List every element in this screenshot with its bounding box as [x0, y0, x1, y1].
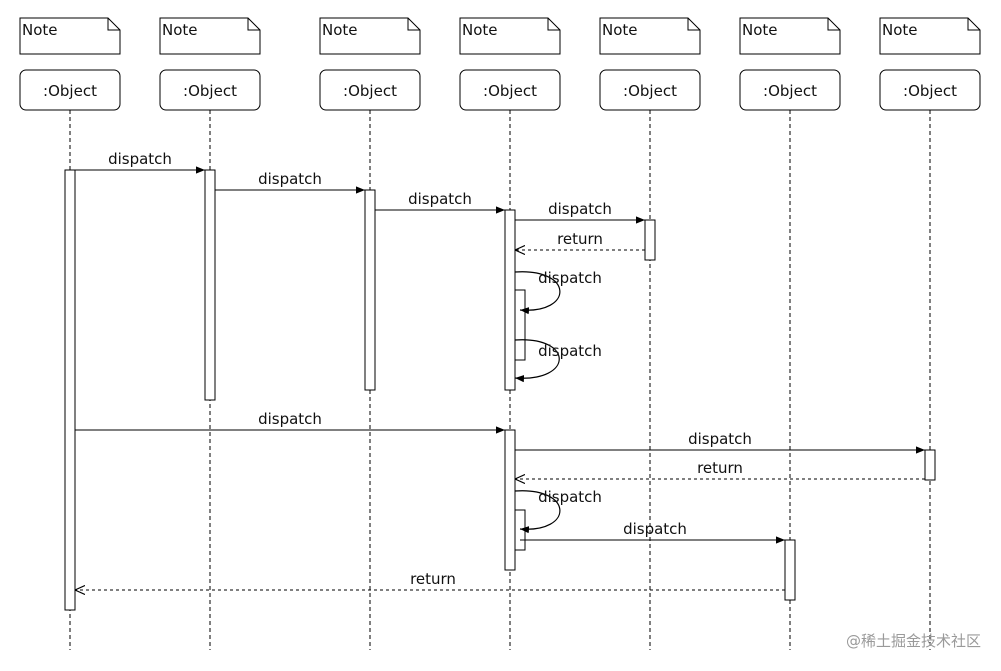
activation-bar: [644, 219, 656, 261]
note-shape: [159, 17, 261, 55]
message-label: dispatch: [538, 342, 602, 360]
note-shape: [879, 17, 981, 55]
activation-bar: [514, 289, 526, 361]
self-message-arrow: [514, 271, 561, 315]
note-label: Note: [322, 21, 358, 39]
participant-box: [19, 69, 121, 111]
participant-box: [739, 69, 841, 111]
activation-bar: [64, 169, 76, 611]
message-label: dispatch: [548, 200, 612, 218]
activation-bar: [364, 189, 376, 391]
participant-box: [879, 69, 981, 111]
note-label: Note: [22, 21, 58, 39]
participant-name: :Object: [343, 82, 397, 100]
message-label: return: [410, 570, 456, 588]
participant-name: :Object: [183, 82, 237, 100]
activation-bar: [204, 169, 216, 401]
note-shape: [599, 17, 701, 55]
watermark-text: @稀土掘金技术社区: [846, 632, 981, 650]
participant-name: :Object: [763, 82, 817, 100]
message-label: dispatch: [258, 170, 322, 188]
message-label: dispatch: [108, 150, 172, 168]
activation-bar: [514, 509, 526, 551]
participant-name: :Object: [623, 82, 677, 100]
participant-name: :Object: [483, 82, 537, 100]
participant-box: [319, 69, 421, 111]
note-label: Note: [602, 21, 638, 39]
message-label: dispatch: [688, 430, 752, 448]
note-shape: [739, 17, 841, 55]
message-label: dispatch: [258, 410, 322, 428]
message-label: return: [557, 230, 603, 248]
participant-box: [459, 69, 561, 111]
note-shape: [459, 17, 561, 55]
activation-bar: [504, 209, 516, 391]
self-message-arrow: [514, 339, 560, 383]
message-label: return: [697, 459, 743, 477]
participant-box: [159, 69, 261, 111]
message-label: dispatch: [623, 520, 687, 538]
self-message-arrow: [514, 490, 561, 534]
participant-box: [599, 69, 701, 111]
note-label: Note: [882, 21, 918, 39]
participant-name: :Object: [903, 82, 957, 100]
activation-bar: [784, 539, 796, 601]
message-label: dispatch: [538, 269, 602, 287]
note-label: Note: [162, 21, 198, 39]
activation-bar: [924, 449, 936, 481]
message-label: dispatch: [538, 488, 602, 506]
note-shape: [319, 17, 421, 55]
note-shape: [19, 17, 121, 55]
activation-bar: [504, 429, 516, 571]
note-label: Note: [462, 21, 498, 39]
participant-name: :Object: [43, 82, 97, 100]
note-label: Note: [742, 21, 778, 39]
message-label: dispatch: [408, 190, 472, 208]
